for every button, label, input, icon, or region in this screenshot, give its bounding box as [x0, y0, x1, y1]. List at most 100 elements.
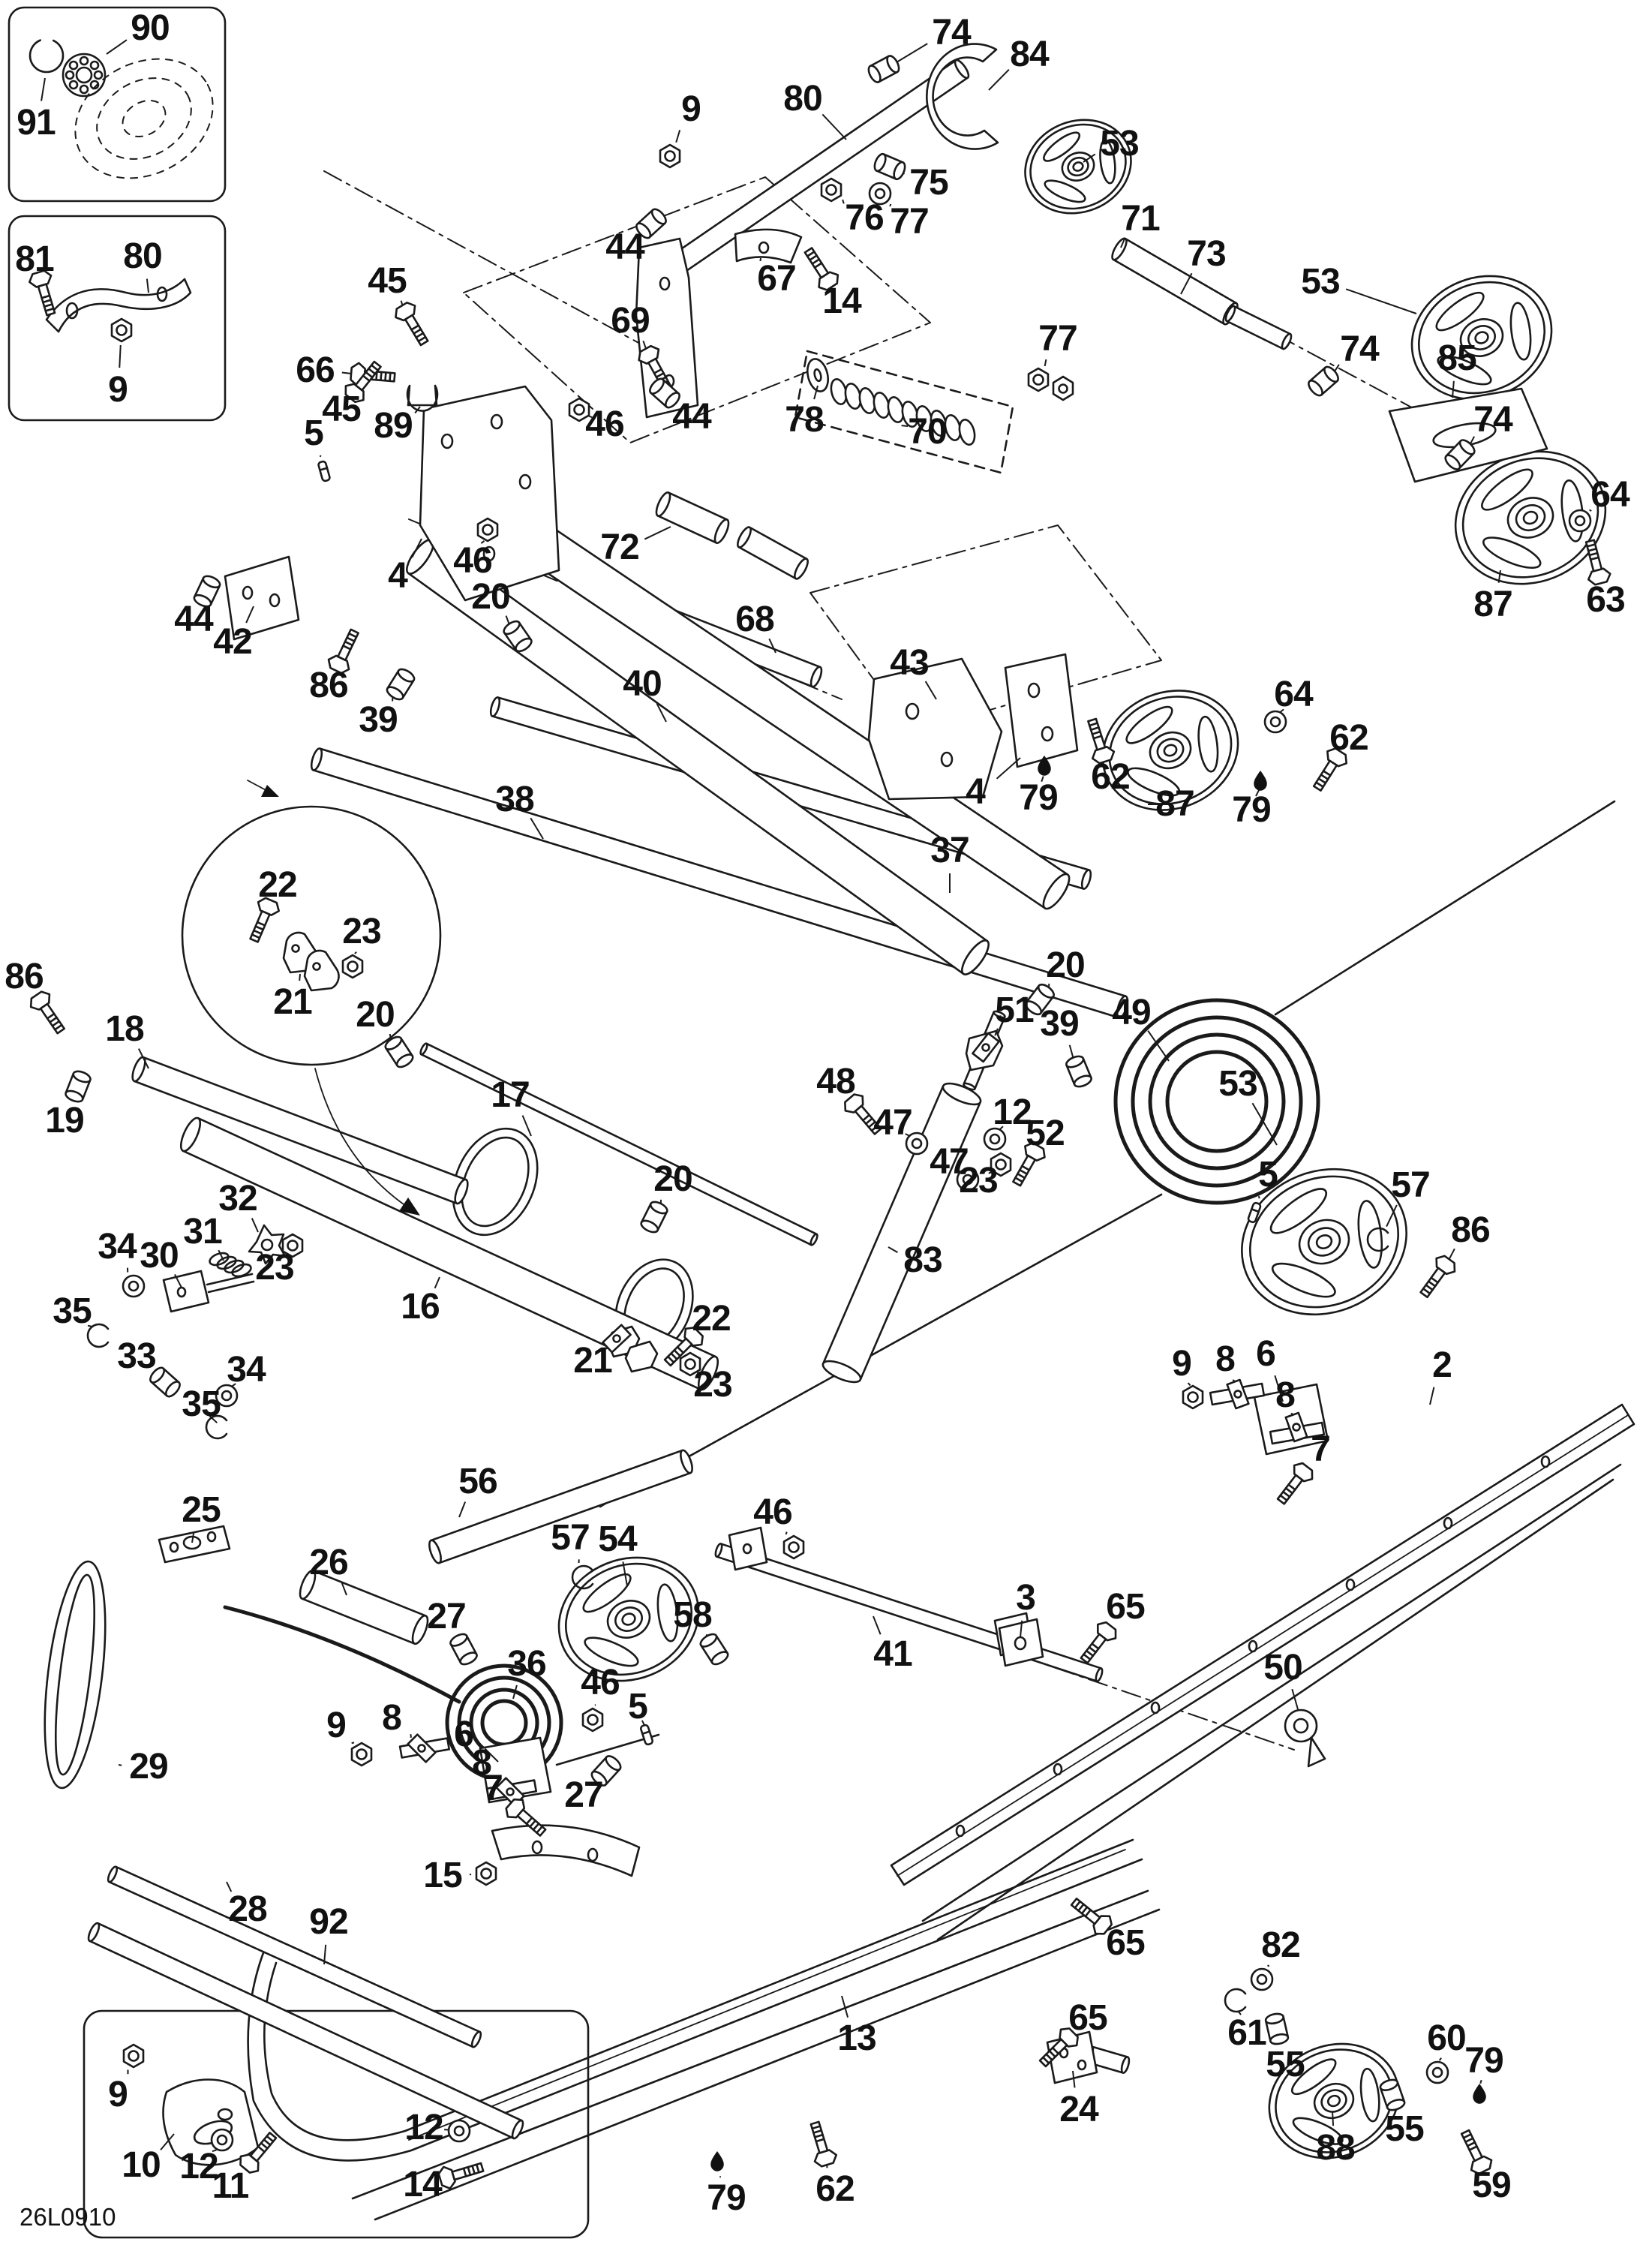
bearing-inset-art [29, 38, 214, 179]
callout-86: 86 [1451, 1210, 1490, 1250]
callout-12: 12 [179, 2147, 218, 2186]
bushing-glyph [867, 55, 900, 83]
callout-5: 5 [304, 413, 324, 453]
callout-87: 87 [1473, 585, 1512, 624]
callout-11: 11 [212, 2166, 250, 2206]
leader-line [622, 1561, 628, 1587]
bolt-glyph [1460, 2129, 1493, 2175]
callout-79: 79 [1019, 778, 1058, 818]
leader-line [208, 1414, 218, 1423]
leader-line [759, 257, 761, 262]
ring-glyph [205, 1414, 228, 1440]
callout-86: 86 [5, 957, 44, 996]
nut-glyph [341, 954, 364, 979]
callout-5: 5 [628, 1687, 648, 1727]
callout-72: 72 [600, 527, 639, 567]
leader-line [897, 43, 928, 63]
callout-8: 8 [1215, 1339, 1236, 1379]
leader-line [1251, 1102, 1278, 1146]
callout-65: 65 [1106, 1587, 1145, 1627]
callout-77: 77 [890, 202, 929, 242]
callout-6: 6 [454, 1715, 474, 1754]
bushing-glyph [873, 152, 906, 181]
callout-20: 20 [356, 995, 395, 1035]
callout-22: 22 [692, 1299, 731, 1339]
callout-53: 53 [1301, 262, 1340, 302]
leader-line [341, 1582, 347, 1596]
washer-glyph [1568, 509, 1592, 533]
leader-line [174, 1273, 182, 1288]
callout-70: 70 [908, 412, 947, 452]
callout-13: 13 [837, 2018, 876, 2058]
callout-9: 9 [1172, 1344, 1192, 1384]
callout-12: 12 [993, 1092, 1032, 1132]
callout-6: 6 [1256, 1334, 1276, 1374]
callout-3: 3 [1016, 1578, 1036, 1618]
idler-wheel [1101, 690, 1239, 811]
ring-glyph [1366, 1227, 1389, 1252]
plate-glyph [1284, 1411, 1308, 1443]
callout-10: 10 [122, 2145, 161, 2185]
leader-line [1345, 288, 1417, 314]
pin-glyph [639, 1724, 654, 1746]
callout-81: 81 [15, 239, 54, 279]
nut-glyph [475, 1861, 497, 1886]
leader-line [1257, 1195, 1260, 1199]
plate-glyph [407, 1733, 437, 1763]
leader-line [901, 425, 909, 427]
bolt-glyph [1312, 747, 1347, 792]
bushing-glyph [649, 377, 680, 409]
leader-line [988, 68, 1010, 91]
leader-line [505, 615, 510, 624]
leader-line [212, 2149, 217, 2153]
leader-line [644, 526, 671, 540]
callout-80: 80 [123, 236, 162, 276]
bolt-glyph [1012, 1141, 1046, 1187]
leader-line [1497, 570, 1501, 583]
leader-line [785, 1531, 788, 1535]
leader-line [675, 130, 681, 143]
washer-glyph [868, 182, 892, 206]
shaft-part [428, 1449, 693, 1564]
washer-glyph [1263, 710, 1287, 734]
callout-56: 56 [458, 1462, 497, 1501]
callout-27: 27 [564, 1775, 603, 1815]
callout-74: 74 [932, 13, 971, 53]
callout-88: 88 [1316, 2128, 1355, 2168]
rails-art [247, 1403, 1635, 2221]
callout-34: 34 [98, 1227, 137, 1267]
bolt-glyph [1584, 539, 1611, 586]
bushing-glyph [1308, 365, 1339, 397]
bolt-glyph [1419, 1255, 1456, 1299]
leader-line [1120, 237, 1126, 248]
washer-glyph [1425, 2060, 1449, 2084]
leader-line [1180, 272, 1193, 295]
washer-glyph [122, 1274, 146, 1298]
leader-line [1479, 2079, 1482, 2084]
oil-glyph [1473, 2084, 1486, 2104]
callout-4: 4 [388, 556, 408, 596]
nut-glyph [679, 1351, 701, 1377]
callout-14: 14 [822, 281, 861, 321]
callout-48: 48 [816, 1062, 855, 1101]
oil-glyph [710, 2151, 724, 2171]
callout-67: 67 [757, 259, 796, 299]
shaft-part [406, 539, 990, 975]
callout-23: 23 [342, 912, 381, 951]
leader-line [119, 344, 122, 368]
leader-line [521, 1115, 532, 1137]
stopper-arm-inset-art [45, 278, 192, 333]
callout-66: 66 [296, 350, 335, 390]
callout-46: 46 [453, 541, 492, 581]
bolt-glyph [663, 1327, 704, 1367]
leader-line [1334, 364, 1340, 372]
bolt-glyph [1080, 1621, 1117, 1664]
leader-line [821, 113, 847, 140]
callout-85: 85 [1437, 338, 1476, 378]
callout-89: 89 [374, 406, 413, 446]
adjuster-spring-art [209, 1252, 252, 1278]
callout-35: 35 [53, 1291, 92, 1331]
washer-glyph [210, 2128, 234, 2152]
bolt-glyph [1087, 717, 1116, 765]
bushing-glyph [635, 208, 667, 239]
